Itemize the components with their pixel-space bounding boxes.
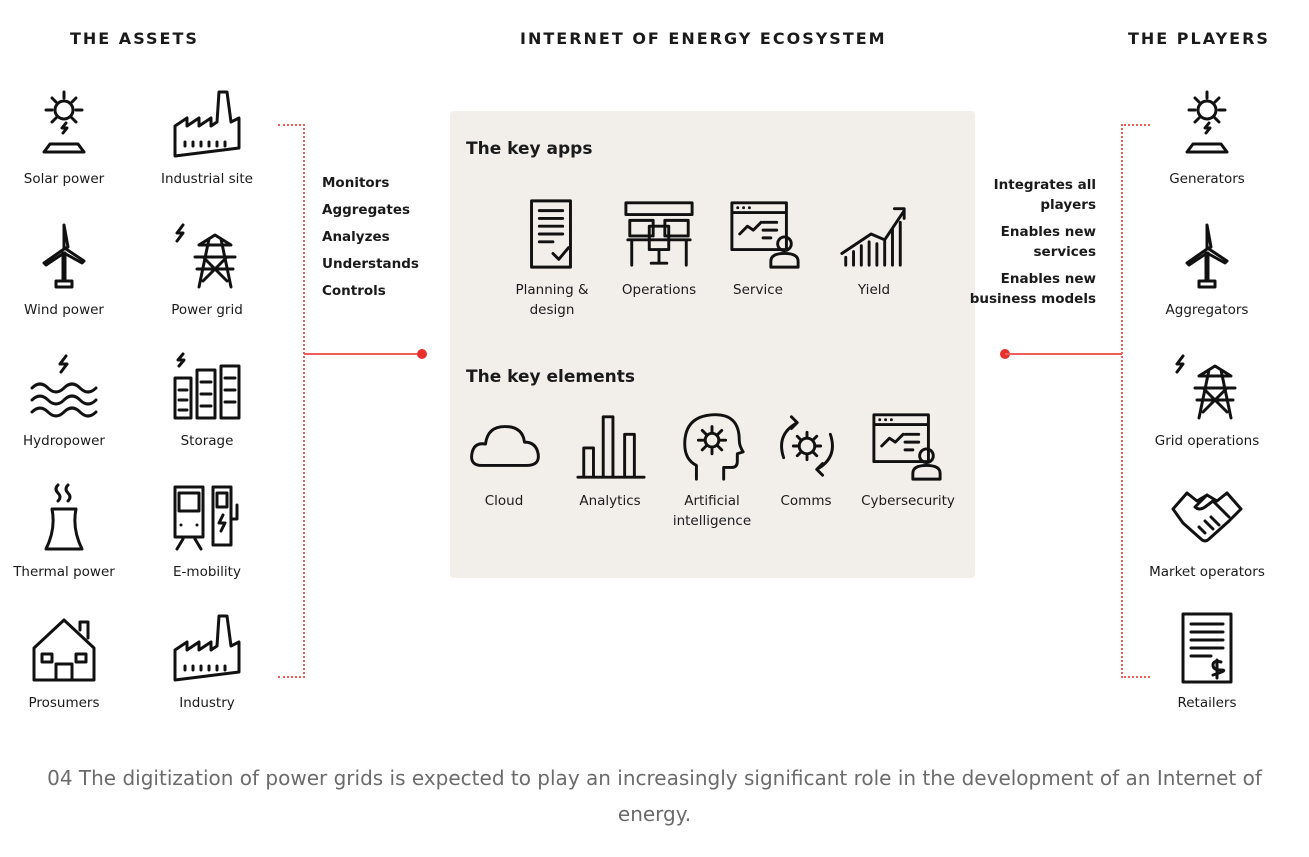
app-label: Service bbox=[733, 282, 783, 298]
ecosystem-panel: The key apps Planning & design Operation… bbox=[450, 111, 975, 578]
function-item: Aggregates bbox=[322, 202, 411, 218]
document-check-icon bbox=[514, 197, 588, 271]
players-heading: THE PLAYERS bbox=[1128, 29, 1270, 48]
invoice-icon bbox=[1169, 610, 1245, 686]
element-label: Analytics bbox=[579, 493, 641, 509]
function-item: Monitors bbox=[322, 175, 390, 191]
control-desk-icon bbox=[622, 197, 696, 271]
screen-person-icon bbox=[870, 409, 944, 483]
factory-icon bbox=[169, 86, 245, 162]
handshake-icon bbox=[1169, 479, 1245, 555]
key-elements-title: The key elements bbox=[466, 367, 636, 387]
gear-cycle-icon bbox=[770, 409, 844, 483]
app-label: Yield bbox=[857, 282, 891, 298]
growth-chart-icon bbox=[836, 197, 910, 271]
wind-turbine-icon bbox=[1169, 217, 1245, 293]
function-item: Understands bbox=[322, 256, 419, 272]
players-connector-line bbox=[1005, 353, 1122, 355]
asset-label: Solar power bbox=[23, 171, 105, 187]
asset-label: Industrial site bbox=[161, 171, 253, 187]
element-label: Artificial intelligence bbox=[672, 493, 752, 529]
bar-chart-icon bbox=[574, 409, 648, 483]
asset-label: Storage bbox=[180, 433, 234, 449]
train-charger-icon bbox=[146, 479, 268, 555]
function-item: Enables new services bbox=[1000, 224, 1096, 260]
assets-connector-line bbox=[304, 353, 422, 355]
house-icon bbox=[26, 610, 102, 686]
asset-label: E-mobility bbox=[173, 564, 241, 580]
asset-label: Power grid bbox=[171, 302, 243, 318]
assets-bracket bbox=[278, 124, 305, 678]
cloud-icon bbox=[468, 409, 542, 483]
power-pylon-icon bbox=[1169, 348, 1245, 424]
power-pylon-icon bbox=[169, 217, 245, 293]
player-label: Grid operations bbox=[1154, 433, 1260, 449]
head-gear-icon bbox=[675, 409, 749, 483]
function-item: Integrates all players bbox=[993, 177, 1096, 213]
element-label: Cloud bbox=[484, 493, 524, 509]
asset-label: Prosumers bbox=[28, 695, 100, 711]
figure-caption: 04 The digitization of power grids is ex… bbox=[0, 760, 1309, 832]
asset-functions: Monitors Aggregates Analyzes Understands… bbox=[322, 170, 419, 305]
solar-icon bbox=[26, 86, 102, 162]
hydro-icon bbox=[26, 348, 102, 424]
player-label: Market operators bbox=[1149, 564, 1265, 580]
screen-person-icon bbox=[728, 197, 802, 271]
ecosystem-heading: INTERNET OF ENERGY ECOSYSTEM bbox=[520, 29, 887, 48]
function-item: Enables new business models bbox=[969, 271, 1096, 307]
solar-icon bbox=[1169, 86, 1245, 162]
battery-icon bbox=[169, 348, 245, 424]
app-label: Planning & design bbox=[515, 282, 589, 318]
factory-icon bbox=[169, 610, 245, 686]
cooling-tower-icon bbox=[26, 479, 102, 555]
element-label: Comms bbox=[780, 493, 832, 509]
caption-text: 04 The digitization of power grids is ex… bbox=[47, 766, 1262, 826]
asset-label: Hydropower bbox=[23, 433, 105, 449]
player-label: Retailers bbox=[1177, 695, 1237, 711]
player-label: Generators bbox=[1169, 171, 1245, 187]
assets-heading: THE ASSETS bbox=[70, 29, 199, 48]
key-apps-title: The key apps bbox=[466, 139, 593, 159]
wind-turbine-icon bbox=[26, 217, 102, 293]
element-label: Cybersecurity bbox=[861, 493, 955, 509]
function-item: Analyzes bbox=[322, 229, 390, 245]
player-functions: Integrates all players Enables new servi… bbox=[960, 175, 1096, 316]
asset-label: Industry bbox=[179, 695, 235, 711]
function-item: Controls bbox=[322, 283, 386, 299]
asset-label: Thermal power bbox=[13, 564, 115, 580]
players-bracket bbox=[1121, 124, 1150, 678]
asset-label: Wind power bbox=[24, 302, 104, 318]
connector-dot bbox=[417, 349, 427, 359]
app-label: Operations bbox=[621, 282, 697, 298]
player-label: Aggregators bbox=[1165, 302, 1249, 318]
